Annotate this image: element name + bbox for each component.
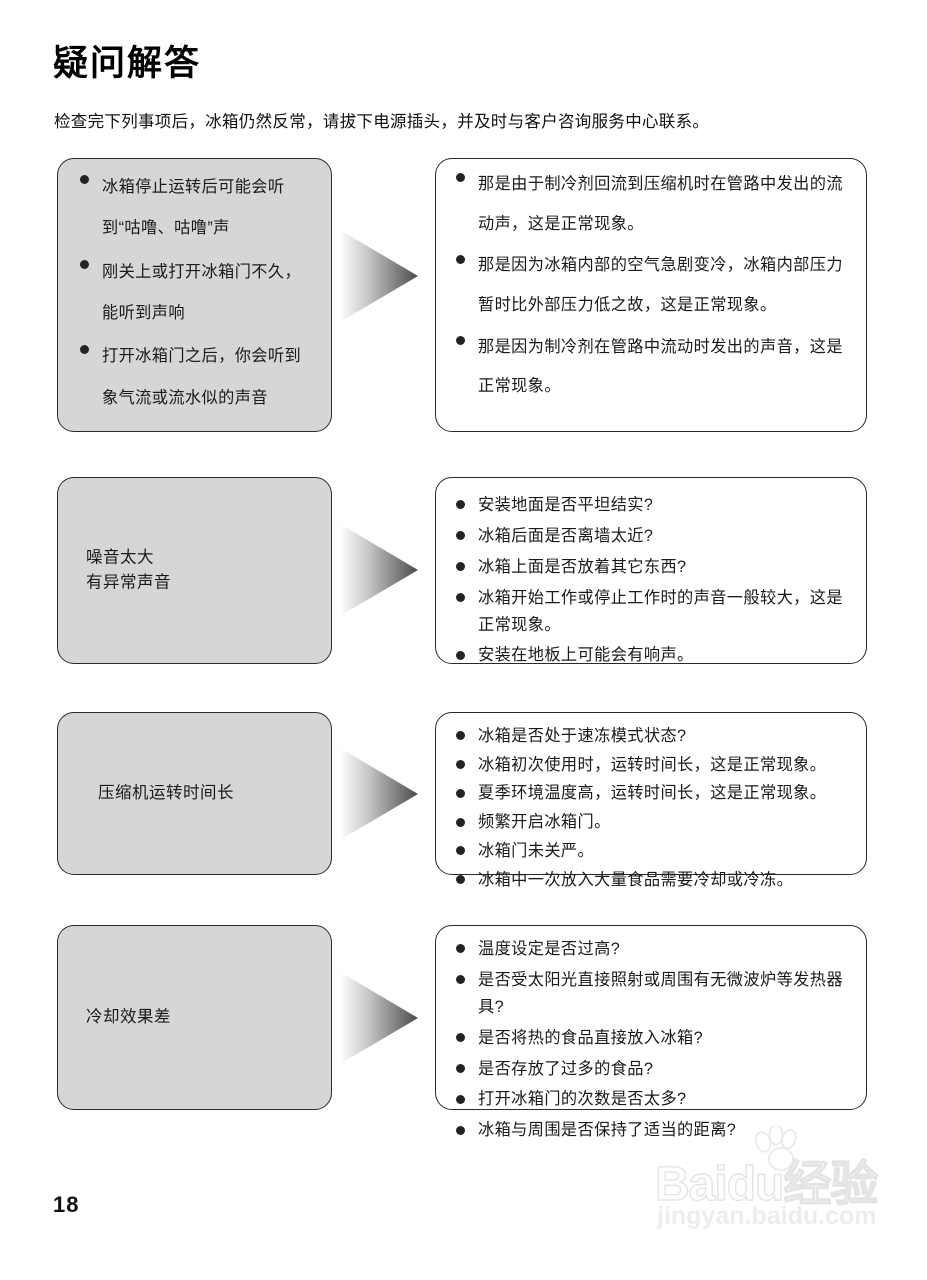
list-item: 那是因为冰箱内部的空气急剧变冷，冰箱内部压力暂时比外部压力低之故，这是正常现象。 (454, 246, 850, 325)
watermark-brand-text: Baidu (654, 1157, 785, 1211)
list-item: 冰箱开始工作或停止工作时的声音一般较大，这是正常现象。 (454, 585, 850, 639)
arrow-right-triangle-icon-2 (340, 524, 418, 616)
answer-box-1: 那是由于制冷剂回流到压缩机时在管路中发出的流动声，这是正常现象。 那是因为冰箱内… (435, 158, 867, 432)
problem-label-line: 压缩机运转时间长 (98, 783, 234, 802)
problem-box-3: 压缩机运转时间长 (57, 712, 332, 875)
watermark-brand: Baidu经验 (654, 1144, 879, 1214)
answer-box-2: 安装地面是否平坦结实? 冰箱后面是否离墙太近? 冰箱上面是否放着其它东西? 冰箱… (435, 477, 867, 664)
problem-label-4: 冷却效果差 (86, 1005, 171, 1031)
problem-box-1: 冰箱停止运转后可能会听到“咕噜、咕噜”声 刚关上或打开冰箱门不久，能听到声响 打… (57, 158, 332, 432)
problem-label-line: 有异常声音 (86, 573, 171, 592)
watermark-brand-cn: 经验 (783, 1157, 879, 1211)
list-item: 打开冰箱门之后，你会听到象气流或流水似的声音 (78, 336, 317, 419)
qa-row-2: 噪音太大 有异常声音 安装地面是否平坦结实? 冰箱 (0, 477, 927, 665)
list-item: 频繁开启冰箱门。 (454, 809, 850, 835)
list-item: 冰箱初次使用时，运转时间长，这是正常现象。 (454, 752, 850, 778)
answer-list-4: 温度设定是否过高? 是否受太阳光直接照射或周围有无微波炉等发热器具? 是否将热的… (454, 936, 850, 1148)
list-item: 冰箱与周围是否保持了适当的距离? (454, 1117, 850, 1144)
page-title: 疑问解答 (53, 44, 202, 84)
list-item: 夏季环境温度高，运转时间长，这是正常现象。 (454, 780, 850, 806)
problem-label-line: 冷却效果差 (86, 1007, 171, 1026)
list-item: 冰箱停止运转后可能会听到“咕噜、咕噜”声 (78, 167, 317, 250)
qa-row-1: 冰箱停止运转后可能会听到“咕噜、咕噜”声 刚关上或打开冰箱门不久，能听到声响 打… (0, 158, 927, 434)
problem-box-2: 噪音太大 有异常声音 (57, 477, 332, 664)
list-item: 是否存放了过多的食品? (454, 1056, 850, 1083)
arrow-right-triangle-icon-3 (340, 748, 418, 840)
list-item: 冰箱后面是否离墙太近? (454, 523, 850, 550)
list-item: 安装地面是否平坦结实? (454, 492, 850, 519)
problem-list-1: 冰箱停止运转后可能会听到“咕噜、咕噜”声 刚关上或打开冰箱门不久，能听到声响 打… (78, 167, 317, 421)
qa-row-4: 冷却效果差 温度设定是否过高? 是否受太阳光直接照射或周围有无微波 (0, 925, 927, 1139)
list-item: 冰箱上面是否放着其它东西? (454, 554, 850, 581)
answer-list-1: 那是由于制冷剂回流到压缩机时在管路中发出的流动声，这是正常现象。 那是因为冰箱内… (454, 165, 850, 409)
problem-label-2: 噪音太大 有异常声音 (86, 545, 171, 596)
list-item: 冰箱中一次放入大量食品需要冷却或冷冻。 (454, 867, 850, 893)
list-item: 刚关上或打开冰箱门不久，能听到声响 (78, 252, 317, 335)
answer-box-4: 温度设定是否过高? 是否受太阳光直接照射或周围有无微波炉等发热器具? 是否将热的… (435, 925, 867, 1139)
arrow-right-triangle-icon-4 (340, 972, 418, 1064)
problem-label-line: 噪音太大 (86, 547, 154, 566)
page-number: 18 (53, 1192, 80, 1217)
answer-box-3: 冰箱是否处于速冻模式状态? 冰箱初次使用时，运转时间长，这是正常现象。 夏季环境… (435, 712, 867, 889)
answer-list-2: 安装地面是否平坦结实? 冰箱后面是否离墙太近? 冰箱上面是否放着其它东西? 冰箱… (454, 492, 850, 673)
list-item: 温度设定是否过高? (454, 936, 850, 963)
list-item: 冰箱门未关严。 (454, 838, 850, 864)
problem-label-3: 压缩机运转时间长 (98, 781, 234, 807)
problem-box-4: 冷却效果差 (57, 925, 332, 1110)
list-item: 是否受太阳光直接照射或周围有无微波炉等发热器具? (454, 967, 850, 1021)
list-item: 打开冰箱门的次数是否太多? (454, 1086, 850, 1113)
answer-list-3: 冰箱是否处于速冻模式状态? 冰箱初次使用时，运转时间长，这是正常现象。 夏季环境… (454, 723, 850, 895)
list-item: 冰箱是否处于速冻模式状态? (454, 723, 850, 749)
list-item: 那是由于制冷剂回流到压缩机时在管路中发出的流动声，这是正常现象。 (454, 165, 850, 244)
list-item: 是否将热的食品直接放入冰箱? (454, 1025, 850, 1052)
watermark-url: jingyan.baidu.com (657, 1202, 877, 1230)
list-item: 安装在地板上可能会有响声。 (454, 642, 850, 669)
qa-row-3: 压缩机运转时间长 冰箱是否处于速冻模式状态? 冰箱初次使用时，运转 (0, 712, 927, 889)
arrow-right-triangle-icon-1 (340, 230, 418, 322)
list-item: 那是因为制冷剂在管路中流动时发出的声音，这是正常现象。 (454, 328, 850, 407)
page-subtitle: 检查完下列事项后，冰箱仍然反常，请拔下电源插头，并及时与客户咨询服务中心联系。 (54, 112, 710, 131)
